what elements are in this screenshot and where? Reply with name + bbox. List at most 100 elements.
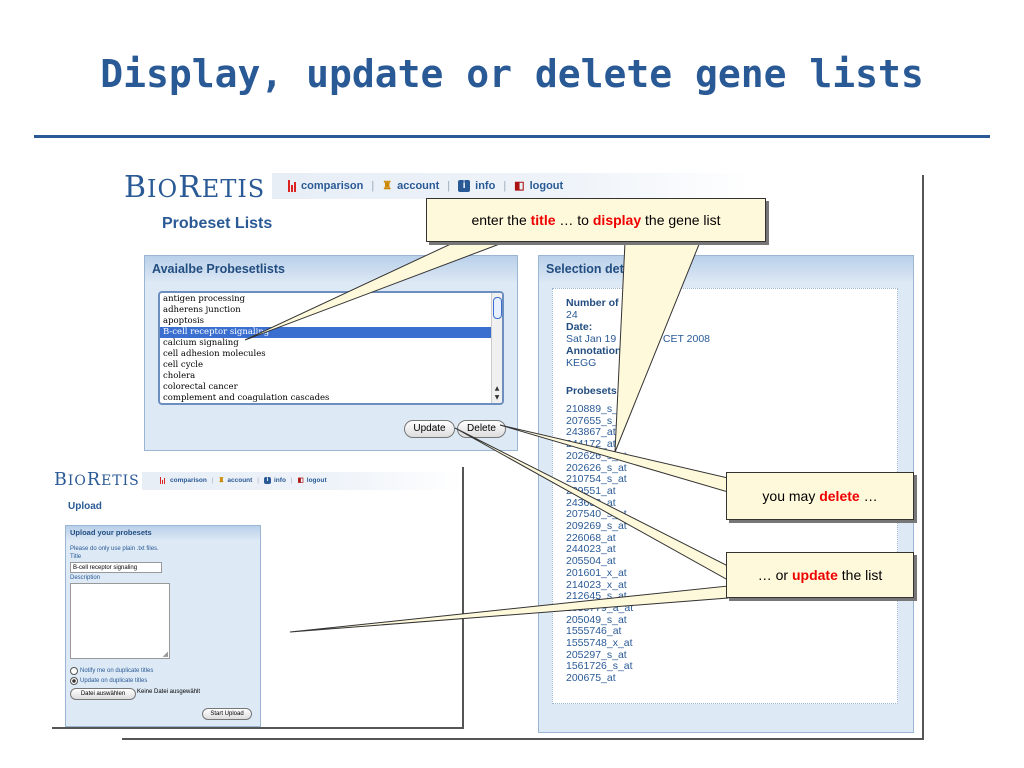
- delete-button[interactable]: Delete: [457, 420, 506, 438]
- callout-display: enter the title … to display the gene li…: [426, 198, 766, 242]
- main-nav: comparison | ♜ account | i info | ◧ logo…: [288, 179, 563, 192]
- info-icon: i: [458, 179, 471, 192]
- comparison-icon: [288, 179, 296, 192]
- annotation-label: Annotation:: [566, 345, 625, 357]
- listbox-option[interactable]: colorectal cancer: [163, 382, 238, 392]
- page-title: Probeset Lists: [162, 215, 273, 232]
- probeset-item[interactable]: 207655_s_at: [566, 414, 627, 427]
- probeset-item[interactable]: 239551_at: [566, 484, 616, 497]
- title-input[interactable]: B-cell receptor signaling: [70, 562, 162, 573]
- radio-update-icon[interactable]: [70, 677, 78, 685]
- title-rule: [34, 135, 990, 138]
- scroll-down-icon[interactable]: ▼: [494, 394, 500, 401]
- description-label: Description: [70, 575, 101, 581]
- probeset-item[interactable]: 210889_s_at: [566, 403, 627, 415]
- nav-account[interactable]: account: [227, 476, 253, 484]
- probeset-item[interactable]: 202626_s_at: [566, 449, 627, 462]
- nav-logout[interactable]: logout: [306, 476, 327, 484]
- selection-details-title: Selection details: [539, 256, 913, 282]
- listbox-option[interactable]: antigen processing: [163, 294, 246, 304]
- comparison-icon: [160, 476, 165, 484]
- resize-grip-icon[interactable]: ◢: [162, 651, 168, 658]
- listbox-option[interactable]: cell cycle: [163, 360, 204, 370]
- callout-delete: you may delete …: [726, 472, 914, 520]
- nav-comparison[interactable]: comparison: [170, 476, 207, 484]
- upload-app-logo[interactable]: BIORETIS: [54, 470, 140, 490]
- probeset-item[interactable]: 243867_at: [566, 426, 616, 439]
- probeset-item[interactable]: 214023_x_at: [566, 578, 627, 591]
- probeset-item[interactable]: 1555748_x_at: [566, 637, 633, 650]
- upload-shot-shadow-right: [462, 467, 464, 729]
- info-icon: i: [264, 476, 271, 484]
- probeset-item[interactable]: 226068_at: [566, 531, 616, 544]
- main-shot-shadow-right: [922, 175, 924, 740]
- nav-info[interactable]: info: [274, 476, 286, 484]
- logout-icon: ◧: [514, 180, 525, 192]
- file-status: Keine Datei ausgewählt: [137, 689, 201, 695]
- description-textarea[interactable]: ◢: [70, 583, 170, 659]
- main-shot-shadow-bottom: [122, 738, 924, 740]
- upload-panel: Upload your probesets Please do only use…: [65, 525, 261, 727]
- pointer-upload: [289, 585, 729, 633]
- upload-nav-background: [142, 472, 462, 490]
- title-label: Title: [70, 554, 82, 560]
- callout-update: … or update the list: [726, 552, 914, 598]
- scrollbar-thumb[interactable]: [493, 297, 502, 319]
- upload-shot-shadow-bottom: [52, 727, 464, 729]
- listbox-option[interactable]: B-cell receptor signaling: [160, 327, 502, 338]
- probeset-item[interactable]: 207540_s_at: [566, 508, 627, 521]
- upload-nav: comparison | ♜ account | i info | ◧ logo…: [160, 476, 327, 484]
- probeset-item[interactable]: 244023_at: [566, 543, 616, 556]
- annotation-value: KEGG: [566, 357, 597, 369]
- probeset-item[interactable]: 202626_s_at: [566, 461, 627, 474]
- radio-notify[interactable]: Notify me on duplicate titles: [70, 667, 153, 675]
- probeset-item[interactable]: 1555746_at: [566, 625, 622, 638]
- probesets-label: Probesets:: [566, 385, 621, 397]
- radio-notify-icon[interactable]: [70, 667, 78, 675]
- account-icon: ♜: [382, 180, 393, 192]
- pointer-title: [244, 241, 506, 341]
- slide-title: Display, update or delete gene lists: [100, 52, 924, 96]
- listbox-option[interactable]: adherens junction: [163, 305, 241, 315]
- probeset-item[interactable]: 205504_at: [566, 555, 616, 568]
- start-upload-button[interactable]: Start Upload: [202, 708, 252, 720]
- account-icon: ♜: [218, 477, 225, 484]
- upload-page-title: Upload: [68, 501, 102, 512]
- logout-icon: ◧: [297, 477, 304, 484]
- probeset-item[interactable]: 205049_s_at: [566, 613, 627, 626]
- probeset-item[interactable]: 1561726_s_at: [566, 660, 633, 673]
- update-button[interactable]: Update: [404, 420, 455, 438]
- pointer-display: [614, 241, 701, 453]
- app-logo[interactable]: BIORETIS: [124, 170, 266, 205]
- listbox-option[interactable]: calcium signaling: [163, 338, 239, 348]
- upload-hint: Please do only use plain .txt files.: [70, 546, 159, 552]
- probeset-item[interactable]: 201601_x_at: [566, 566, 627, 579]
- probeset-item[interactable]: 205297_s_at: [566, 648, 627, 661]
- probeset-item[interactable]: 200675_at: [566, 672, 616, 685]
- listbox-option[interactable]: cell adhesion molecules: [163, 349, 266, 359]
- top-nav-background: [272, 173, 752, 199]
- choose-file-button[interactable]: Datei auswählen: [70, 688, 136, 700]
- nav-logout[interactable]: logout: [529, 179, 564, 192]
- probeset-item[interactable]: 209269_s_at: [566, 520, 627, 533]
- pointer-delete: [499, 424, 729, 493]
- listbox-option[interactable]: cholera: [163, 371, 196, 381]
- listbox-scrollbar[interactable]: ▲ ▼: [491, 293, 502, 403]
- listbox-option[interactable]: apoptosis: [163, 316, 205, 326]
- probeset-item[interactable]: 244172_at: [566, 438, 616, 451]
- radio-update[interactable]: Update on duplicate titles: [70, 677, 147, 685]
- nav-comparison[interactable]: comparison: [301, 179, 364, 192]
- nav-info[interactable]: info: [475, 179, 496, 192]
- probeset-item[interactable]: 212645_s_at: [566, 590, 627, 603]
- scroll-up-icon[interactable]: ▲: [494, 385, 500, 392]
- nav-account[interactable]: account: [397, 179, 440, 192]
- available-lists-panel: Avaialbe Probesetlists antigen processin…: [144, 255, 518, 451]
- number-value: 24: [566, 309, 578, 321]
- upload-panel-title: Upload your probesets: [66, 526, 260, 540]
- date-label: Date:: [566, 321, 593, 333]
- listbox-option[interactable]: complement and coagulation cascades: [163, 393, 330, 403]
- probeset-item[interactable]: 210754_s_at: [566, 473, 627, 486]
